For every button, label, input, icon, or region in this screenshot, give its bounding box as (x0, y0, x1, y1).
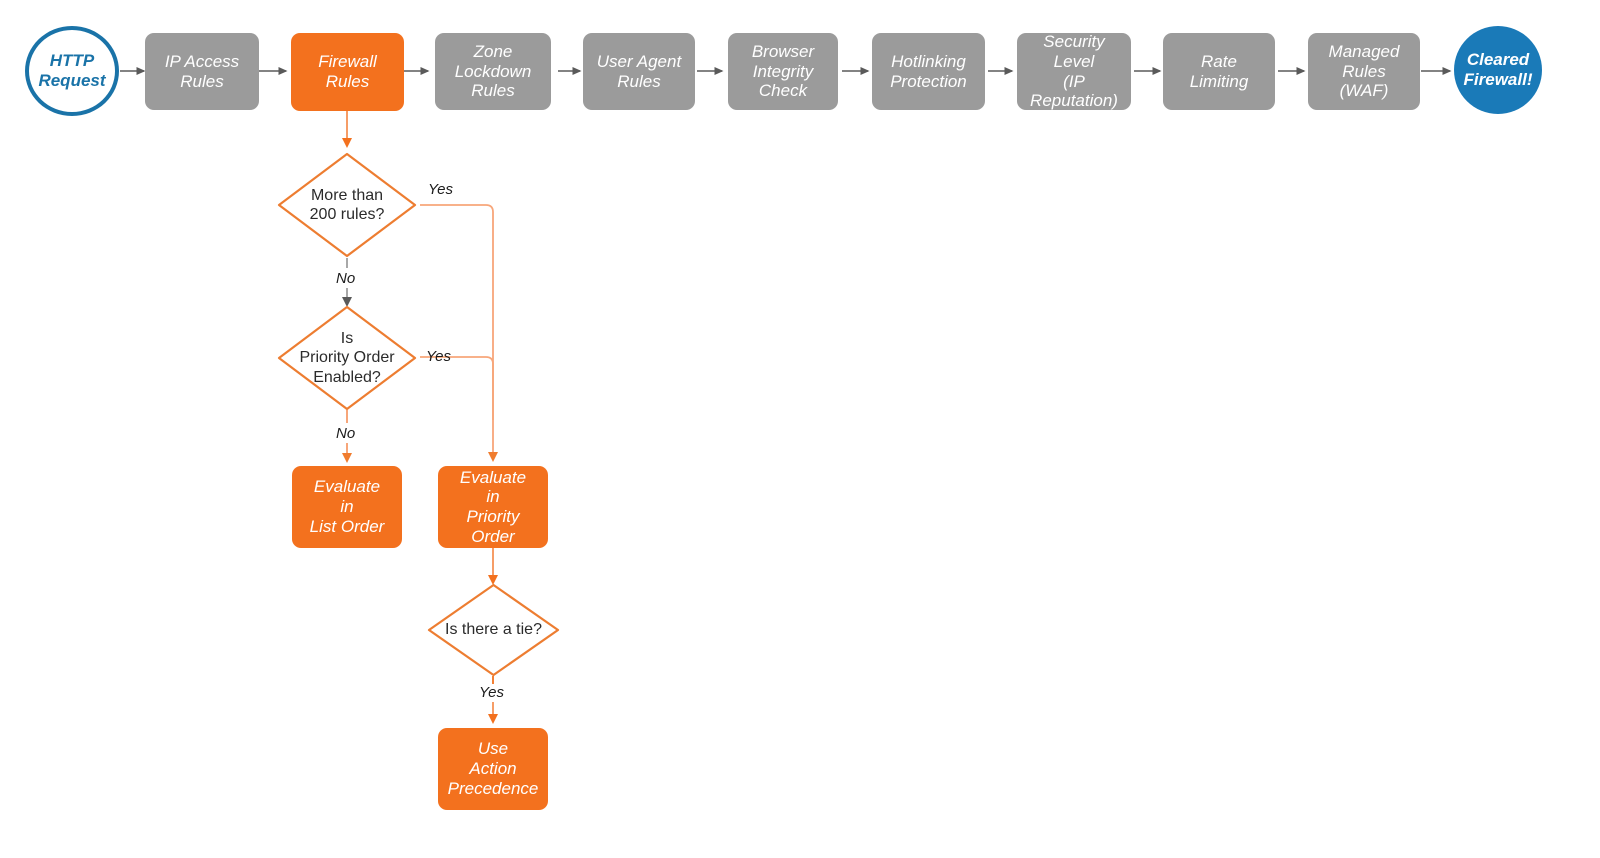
node-evaluate-in-priority-order[interactable]: Evaluate in Priority Order (438, 466, 548, 548)
node-ip-access-rules[interactable]: IP Access Rules (145, 33, 259, 110)
node-cleared-firewall[interactable]: Cleared Firewall! (1454, 26, 1542, 114)
node-http-request[interactable]: HTTP Request (25, 26, 119, 116)
node-managed-rules-waf[interactable]: Managed Rules (WAF) (1308, 33, 1420, 110)
node-evaluate-in-list-order[interactable]: Evaluate in List Order (292, 466, 402, 548)
node-user-agent-rules[interactable]: User Agent Rules (583, 33, 695, 110)
node-hotlinking-protection[interactable]: Hotlinking Protection (872, 33, 985, 110)
node-use-action-precedence[interactable]: Use Action Precedence (438, 728, 548, 810)
edge-decision2-yes-to-priority (420, 356, 494, 420)
edge-label-yes-3: Yes (479, 684, 505, 701)
diamond-shape-1 (277, 152, 417, 258)
decision-label-3: Is there a tie? (445, 621, 542, 639)
node-browser-integrity-check[interactable]: Browser Integrity Check (728, 33, 838, 110)
edge-label-yes-2: Yes (426, 348, 452, 365)
decision-is-there-a-tie[interactable]: Is there a tie? (427, 583, 560, 677)
node-rate-limiting[interactable]: Rate Limiting (1163, 33, 1275, 110)
node-security-level[interactable]: Security Level (IP Reputation) (1017, 32, 1131, 110)
node-zone-lockdown-rules[interactable]: Zone Lockdown Rules (435, 33, 551, 110)
decision-label-1: More than 200 rules? (309, 186, 385, 223)
edge-label-no-1: No (336, 270, 356, 287)
edge-label-yes-1: Yes (428, 181, 454, 198)
edge-label-no-2: No (336, 425, 356, 442)
decision-more-than-200-rules[interactable]: More than 200 rules? (277, 152, 417, 258)
decision-label-2: Is Priority Order Enabled? (299, 330, 395, 386)
node-firewall-rules[interactable]: Firewall Rules (291, 33, 404, 111)
decision-is-priority-order-enabled[interactable]: Is Priority Order Enabled? (277, 305, 417, 411)
diamond-shape-2 (277, 305, 417, 411)
diamond-shape-3 (427, 583, 560, 677)
edge-decision1-yes-to-priority (420, 204, 498, 462)
